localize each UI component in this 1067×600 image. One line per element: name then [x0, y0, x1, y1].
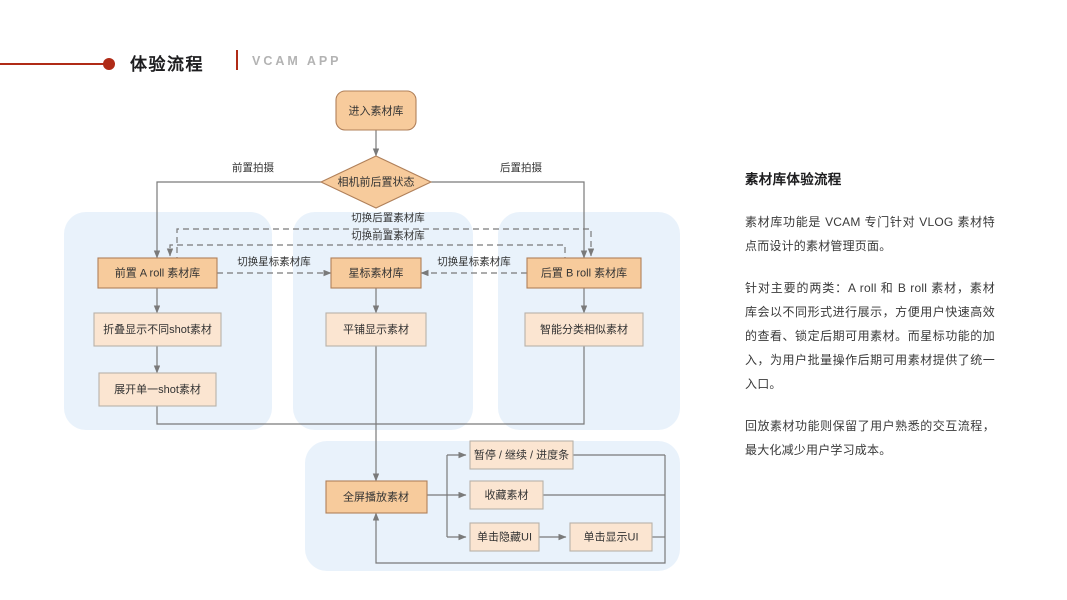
edge-label-rear-capture: 后置拍摄	[500, 161, 542, 174]
page-subtitle: VCAM APP	[252, 54, 342, 68]
edge-label-switch-star-left: 切换星标素材库	[237, 255, 311, 268]
description-title: 素材库体验流程	[745, 172, 842, 187]
node-a-roll-label: 前置 A roll 素材库	[115, 265, 201, 279]
node-smart-group[interactable]: 智能分类相似素材	[524, 312, 644, 347]
node-fullscreen-label: 全屏播放素材	[343, 489, 409, 503]
node-decision[interactable]: 相机前后置状态	[319, 155, 433, 209]
node-favorite[interactable]: 收藏素材	[469, 480, 544, 510]
node-expand-shot[interactable]: 展开单一shot素材	[98, 372, 217, 407]
node-playback-bar-label: 暂停 / 继续 / 进度条	[474, 447, 569, 461]
description-paragraph-2: 针对主要的两类：A roll 和 B roll 素材，素材库会以不同形式进行展示…	[745, 281, 995, 391]
node-b-roll[interactable]: 后置 B roll 素材库	[526, 257, 642, 289]
header-dot-icon	[103, 58, 115, 70]
node-tile-show-label: 平铺显示素材	[343, 322, 409, 336]
edge-decision-to-broll	[431, 181, 588, 259]
header-rule	[0, 63, 108, 65]
edge-label-switch-front-lib: 切换前置素材库	[351, 229, 425, 242]
node-favorite-label: 收藏素材	[485, 487, 529, 501]
node-show-ui-label: 单击显示UI	[584, 530, 639, 543]
flowchart: 进入素材库 相机前后置状态 前置 A roll 素材库 星标素材库 后置 B r…	[64, 90, 680, 571]
description-paragraph-3: 回放素材功能则保留了用户熟悉的交互流程，最大化减少用户学习成本。	[745, 419, 995, 457]
edge-label-switch-rear-lib: 切换后置素材库	[351, 211, 425, 224]
node-playback-bar[interactable]: 暂停 / 继续 / 进度条	[469, 440, 574, 470]
node-hide-ui[interactable]: 单击隐藏UI	[469, 522, 540, 552]
node-start[interactable]: 进入素材库	[335, 90, 417, 131]
page-title: 体验流程	[130, 55, 204, 74]
edge-label-switch-star-right: 切换星标素材库	[437, 255, 511, 268]
edge-return-bus	[372, 455, 666, 564]
node-fullscreen[interactable]: 全屏播放素材	[325, 480, 428, 514]
node-b-roll-label: 后置 B roll 素材库	[541, 265, 627, 279]
edge-decision-to-aroll	[153, 181, 321, 259]
node-fold-shot-label: 折叠显示不同shot素材	[103, 322, 212, 336]
node-show-ui[interactable]: 单击显示UI	[569, 522, 653, 552]
node-star[interactable]: 星标素材库	[330, 257, 422, 289]
node-smart-group-label: 智能分类相似素材	[540, 322, 628, 336]
edge-switch-rear-lib	[176, 228, 595, 273]
description-panel: 素材库体验流程 素材库功能是 VCAM 专门针对 VLOG 素材特点而设计的素材…	[745, 168, 995, 462]
edge-smart-to-bus	[376, 346, 585, 425]
header-divider	[236, 50, 238, 70]
node-start-label: 进入素材库	[349, 103, 404, 117]
edge-expand-to-bus	[156, 406, 376, 425]
edge-label-front-capture: 前置拍摄	[232, 161, 274, 174]
node-expand-shot-label: 展开单一shot素材	[114, 382, 201, 396]
node-hide-ui-label: 单击隐藏UI	[477, 530, 532, 543]
description-paragraph-1: 素材库功能是 VCAM 专门针对 VLOG 素材特点而设计的素材管理页面。	[745, 215, 995, 253]
node-fold-shot[interactable]: 折叠显示不同shot素材	[93, 312, 222, 347]
slide-header: 体验流程 VCAM APP	[0, 44, 620, 84]
node-tile-show[interactable]: 平铺显示素材	[325, 312, 427, 347]
node-a-roll[interactable]: 前置 A roll 素材库	[97, 257, 218, 289]
node-decision-label: 相机前后置状态	[338, 174, 415, 188]
node-star-label: 星标素材库	[349, 265, 404, 279]
